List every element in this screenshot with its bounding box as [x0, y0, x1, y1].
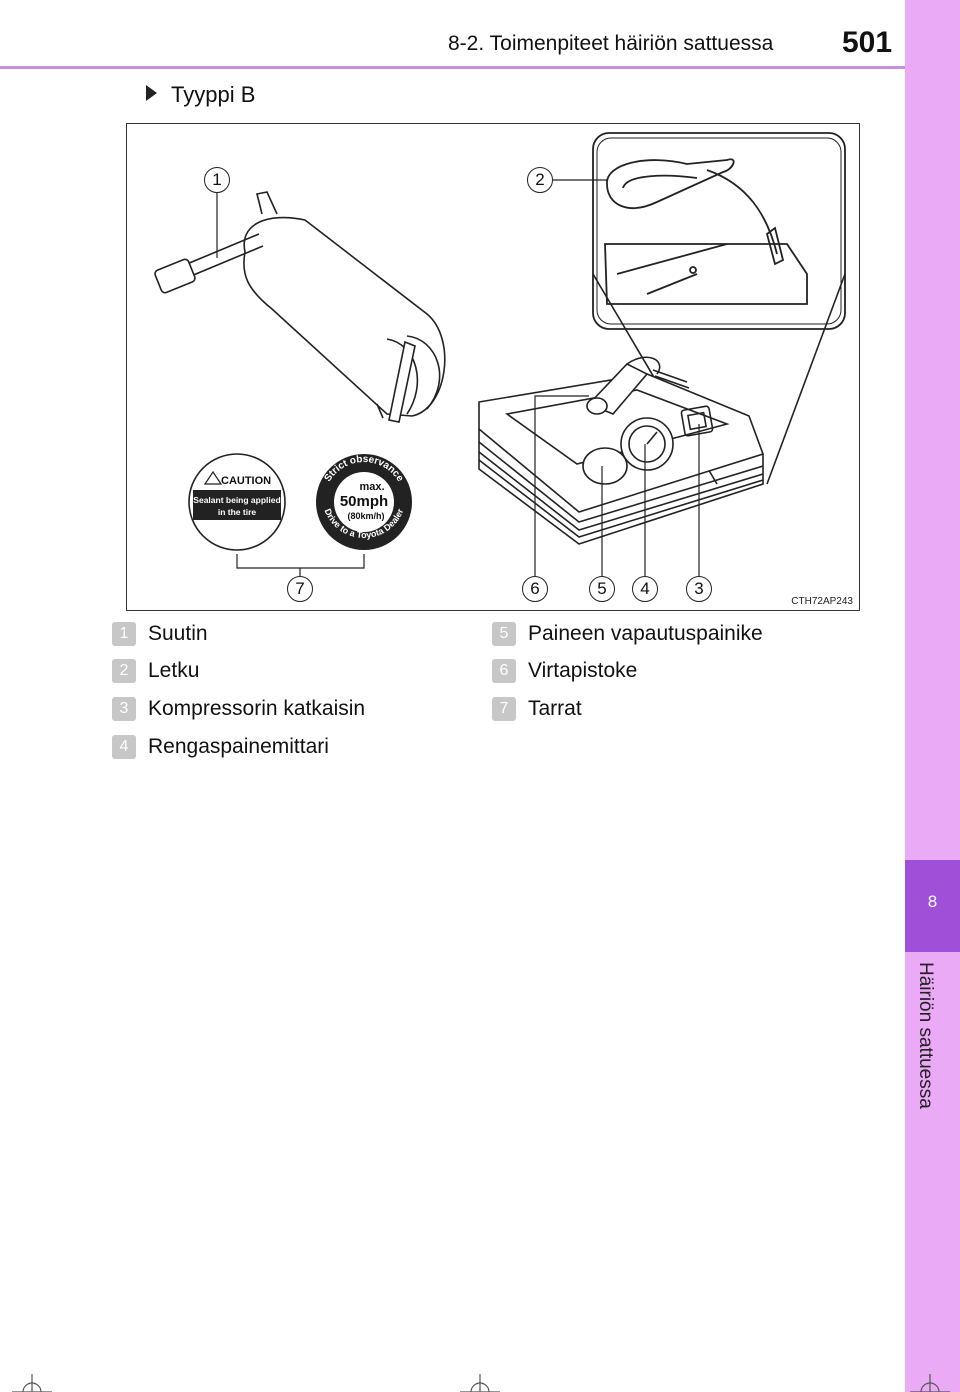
chapter-side-tab-active	[905, 860, 960, 952]
figure-code: CTH72AP243	[791, 596, 853, 607]
chapter-number: 8	[927, 892, 938, 911]
legend-number-badge: 2	[112, 659, 136, 683]
section-title: 8-2. Toimenpiteet häiriön sattuessa	[448, 32, 774, 55]
legend-number-badge: 1	[112, 622, 136, 646]
subheading: Tyyppi B	[146, 82, 255, 108]
speed-sticker: Strict observance Drive to a Toyota Deal…	[316, 454, 412, 550]
callout-leaders	[216, 179, 700, 576]
legend-item: 4 Rengaspainemittari	[112, 733, 329, 761]
crop-mark-icon	[910, 1374, 950, 1392]
legend-label: Suutin	[148, 622, 208, 645]
speed-sticker-mph: 50mph	[340, 493, 388, 510]
crop-mark-icon	[460, 1374, 500, 1392]
speed-sticker-max: max.	[359, 481, 384, 493]
callout-7: 7	[287, 576, 313, 602]
legend-number-badge: 6	[492, 659, 516, 683]
repair-kit-drawing: CAUTION Sealant being applied in the tir…	[154, 132, 846, 576]
legend-label: Virtapistoke	[528, 659, 638, 682]
page-number: 501	[842, 26, 893, 59]
sealant-bottle	[154, 191, 446, 423]
callout-3: 3	[686, 576, 712, 602]
chapter-side-tab	[905, 0, 960, 1392]
chapter-label: Häiriön sattuessa	[915, 962, 936, 1109]
legend-label: Rengaspainemittari	[148, 735, 329, 758]
header-rule	[0, 66, 905, 69]
compressor-unit	[478, 356, 765, 545]
callout-4: 4	[632, 576, 658, 602]
caution-line-1: Sealant being applied	[193, 495, 280, 505]
legend-label: Kompressorin katkaisin	[148, 697, 366, 720]
caution-title: CAUTION	[221, 475, 271, 487]
callout-1: 1	[204, 167, 230, 193]
legend-item: 1 Suutin	[112, 620, 208, 648]
callout-5: 5	[589, 576, 615, 602]
triangle-bullet-icon	[146, 85, 157, 101]
legend-item: 5 Paineen vapautuspainike	[492, 620, 763, 648]
callout-6: 6	[522, 576, 548, 602]
caution-sticker: CAUTION Sealant being applied in the tir…	[188, 453, 286, 551]
legend-number-badge: 4	[112, 735, 136, 759]
speed-sticker-kmh: (80km/h)	[347, 511, 384, 521]
legend-label: Tarrat	[528, 697, 582, 720]
callout-2: 2	[527, 167, 553, 193]
legend-item: 7 Tarrat	[492, 695, 582, 723]
legend-number-badge: 3	[112, 697, 136, 721]
repair-kit-illustration: CAUTION Sealant being applied in the tir…	[126, 123, 860, 611]
hose-inset	[592, 132, 846, 330]
legend-label: Paineen vapautuspainike	[528, 622, 763, 645]
legend-label: Letku	[148, 659, 200, 682]
legend-number-badge: 7	[492, 697, 516, 721]
legend-item: 3 Kompressorin katkaisin	[112, 695, 365, 723]
subheading-text: Tyyppi B	[171, 82, 256, 107]
legend-number-badge: 5	[492, 622, 516, 646]
legend-item: 6 Virtapistoke	[492, 657, 637, 685]
crop-mark-icon	[12, 1374, 52, 1392]
legend-item: 2 Letku	[112, 657, 199, 685]
caution-line-2: in the tire	[218, 507, 257, 517]
